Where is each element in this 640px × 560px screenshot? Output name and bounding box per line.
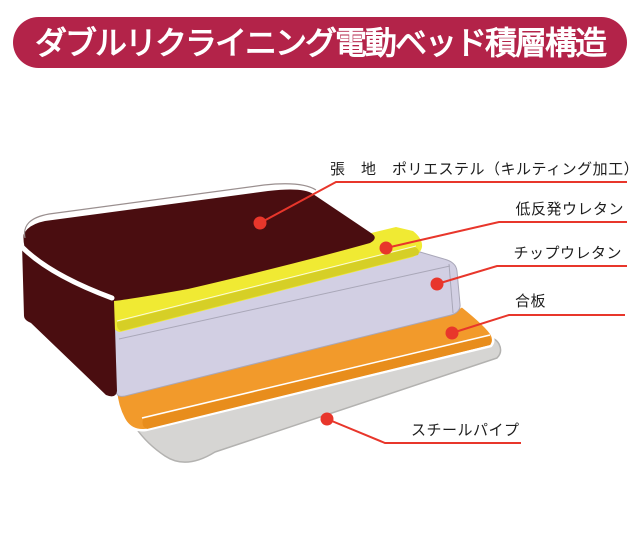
leader-dot-chip-urethane <box>430 277 444 291</box>
memory-foam-edge-hairline <box>116 245 417 322</box>
label-memory-foam: 低反発ウレタン <box>515 201 624 218</box>
cover-piping <box>18 213 115 301</box>
memory-foam-front-face <box>116 247 419 331</box>
cover-layer-shape <box>21 189 375 397</box>
leader-line-cover <box>259 181 627 224</box>
chip-urethane-layer-shape <box>114 251 461 397</box>
label-chip-urethane: チップウレタン <box>513 245 622 262</box>
plywood-front-face <box>142 336 492 429</box>
plywood-layer-shape <box>114 304 495 432</box>
leader-dot-cover <box>253 216 267 230</box>
chip-urethane-top-crease <box>118 265 451 340</box>
leader-line-memory-foam <box>385 221 627 249</box>
label-steel-pipe: スチールパイプ <box>411 422 520 439</box>
leader-line-plywood <box>451 314 625 334</box>
leader-line-steel-pipe <box>326 418 521 444</box>
leader-dot-steel-pipe <box>320 412 334 426</box>
label-cover: 張 地 ポリエステル（キルティング加工） <box>330 161 640 178</box>
cover-stitch-line <box>23 183 317 239</box>
plywood-edge-hairline <box>141 334 491 419</box>
chip-urethane-side-crease <box>448 263 454 314</box>
title-text: ダブルリクライニング電動ベッド積層構造 <box>34 24 607 61</box>
leader-line-chip-urethane <box>436 265 627 285</box>
label-plywood: 合板 <box>515 293 547 310</box>
leader-dot-memory-foam <box>379 241 393 255</box>
title-banner: ダブルリクライニング電動ベッド積層構造 <box>13 17 627 68</box>
leader-dot-plywood <box>445 326 459 340</box>
